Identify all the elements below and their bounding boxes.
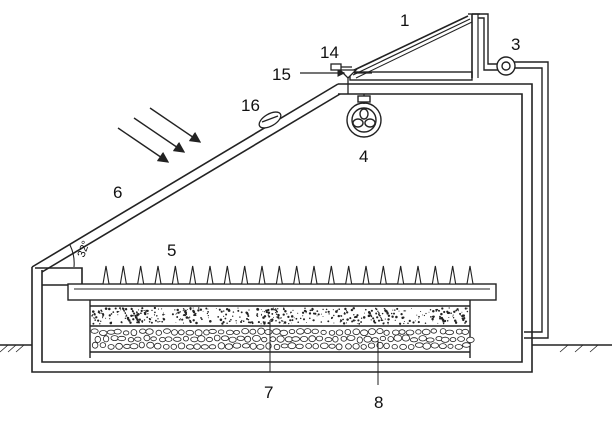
ground — [0, 344, 612, 353]
label-4: 4 — [359, 147, 368, 166]
seedling — [379, 265, 387, 285]
seedling — [345, 265, 353, 285]
seedling — [275, 265, 283, 285]
seedling — [189, 265, 197, 285]
seedling — [241, 265, 249, 285]
seedling — [310, 265, 318, 285]
label-7: 7 — [264, 383, 273, 402]
label-15: 15 — [272, 65, 291, 84]
label-16: 16 — [241, 96, 260, 115]
label-3: 3 — [511, 35, 520, 54]
seedling — [137, 265, 145, 285]
planting-bed — [67, 283, 497, 358]
leader-lines — [269, 320, 379, 385]
fan-icon — [346, 94, 382, 138]
seedling — [171, 265, 179, 285]
sunlight-arrows-icon — [117, 107, 202, 163]
pebble-layer — [90, 327, 475, 351]
seedling — [414, 265, 422, 285]
seedling — [223, 265, 231, 285]
seedling-row — [102, 265, 474, 285]
water-pipe — [472, 13, 549, 339]
seedling — [397, 265, 405, 285]
seedling — [466, 265, 474, 285]
seedling — [206, 265, 214, 285]
seedling — [327, 265, 335, 285]
solar-collector-panel — [349, 13, 480, 81]
pump-icon — [496, 56, 516, 76]
valve-icon — [300, 63, 372, 94]
angle-label: 32° — [76, 239, 93, 259]
soil-layer — [91, 306, 469, 325]
seedling — [293, 265, 301, 285]
seedling — [154, 265, 162, 285]
seedling — [102, 265, 110, 285]
roof-angle-marker — [69, 244, 75, 268]
seedling — [119, 265, 127, 285]
label-5: 5 — [167, 241, 176, 260]
roof-sensor-icon — [258, 111, 282, 129]
seedling — [449, 265, 457, 285]
seedling — [431, 265, 439, 285]
seedling — [362, 265, 370, 285]
labels: 1 3 4 5 6 7 8 14 15 16 32° — [76, 11, 521, 412]
label-14: 14 — [320, 43, 339, 62]
label-6: 6 — [113, 183, 122, 202]
label-1: 1 — [400, 11, 409, 30]
seedling — [258, 265, 266, 285]
label-8: 8 — [374, 393, 383, 412]
greenhouse-shell — [31, 83, 533, 373]
